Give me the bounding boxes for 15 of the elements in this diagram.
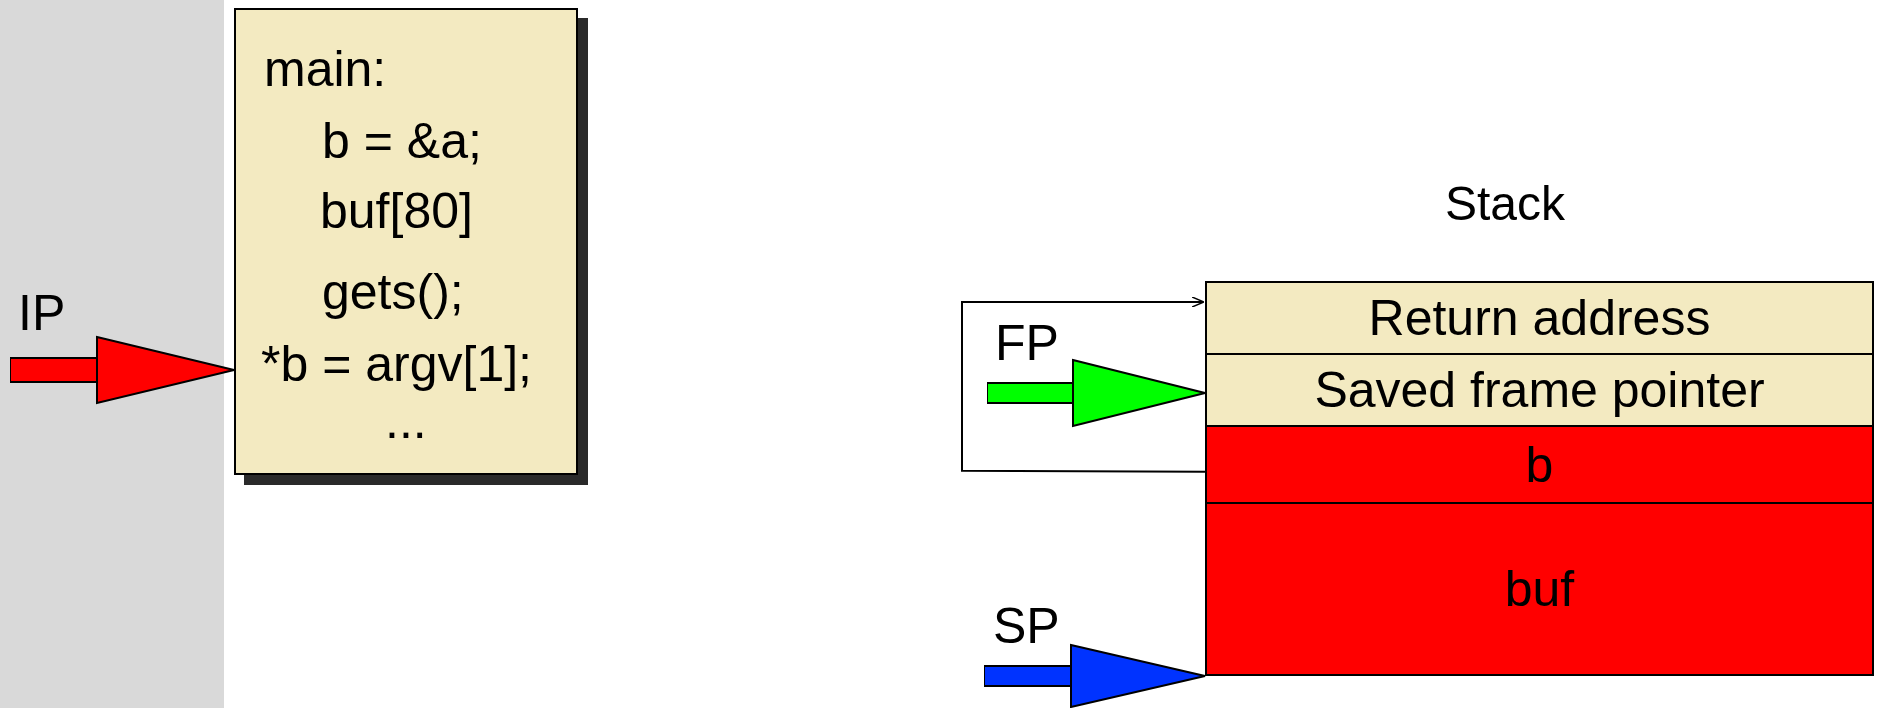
- code-line: b = &a;: [322, 116, 482, 166]
- code-line: gets();: [322, 267, 464, 317]
- stack-cell: buf: [1205, 502, 1874, 676]
- edge-label: IP: [18, 288, 66, 338]
- stack-title: Stack: [1443, 180, 1566, 228]
- edge-label: SP: [993, 601, 1060, 651]
- edge-label: FP: [995, 318, 1059, 368]
- stack-cell: Saved frame pointer: [1205, 353, 1874, 427]
- code-line: ...: [385, 396, 427, 446]
- code-line: buf[80]: [320, 186, 473, 236]
- code-line: main:: [264, 44, 387, 94]
- stack-cell: b: [1205, 425, 1874, 504]
- code-line: *b = argv[1];: [261, 339, 532, 389]
- stack-cell: Return address: [1205, 281, 1874, 355]
- pointer-line: [961, 296, 1206, 473]
